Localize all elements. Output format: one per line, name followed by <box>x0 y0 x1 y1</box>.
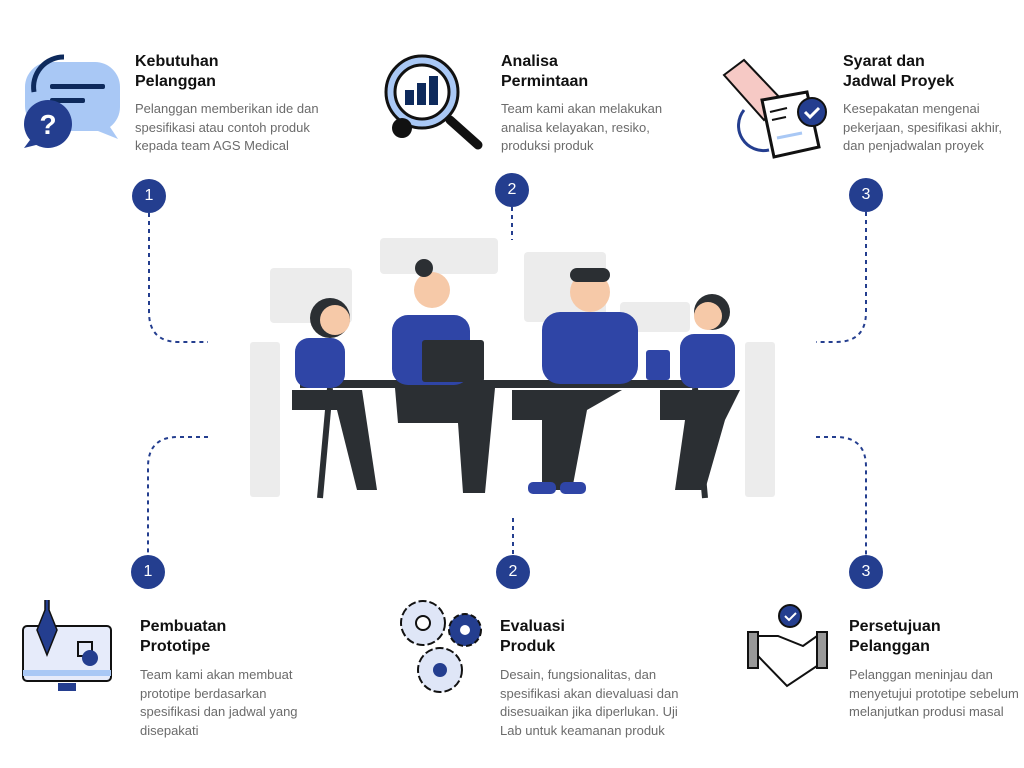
title-line: Pelanggan <box>849 638 930 655</box>
chat-question-icon: ? <box>24 54 120 148</box>
title-line: Persetujuan <box>849 618 941 635</box>
svg-text:?: ? <box>39 109 56 140</box>
title-line: Prototipe <box>140 638 211 655</box>
connector-top-1 <box>148 213 208 343</box>
title-line: Permintaan <box>501 73 589 90</box>
gears-icon <box>400 600 482 693</box>
title-line: Pelanggan <box>135 73 216 90</box>
document-check-icon <box>722 58 827 159</box>
step-number-badge: 2 <box>496 555 530 589</box>
monitor-pen-icon <box>22 600 112 691</box>
step-number-badge: 3 <box>849 178 883 212</box>
step-number-badge: 1 <box>131 555 165 589</box>
step-desc: Pelanggan memberikan ide dan spesifikasi… <box>135 101 319 153</box>
step-number-badge: 2 <box>495 173 529 207</box>
title-line: Evaluasi <box>500 618 565 635</box>
step-desc: Pelanggan meninjau dan menyetujui protot… <box>849 667 1019 719</box>
title-line: Produk <box>500 638 556 655</box>
title-line: Kebutuhan <box>135 53 219 70</box>
step-desc: Kesepakatan mengenai pekerjaan, spesifik… <box>843 101 1002 153</box>
title-line: Syarat dan <box>843 53 925 70</box>
step-desc: Team kami akan melakukan analisa kelayak… <box>501 101 663 153</box>
step-number-badge: 3 <box>849 555 883 589</box>
title-line: Jadwal Proyek <box>843 73 955 90</box>
step-desc: Team kami akan membuat prototipe berdasa… <box>140 667 298 738</box>
title-line: Analisa <box>501 53 558 70</box>
step-desc: Desain, fungsionalitas, dan spesifikasi … <box>500 667 679 738</box>
step-number-badge: 1 <box>132 179 166 213</box>
title-line: Pembuatan <box>140 618 227 635</box>
handshake-check-icon <box>747 604 828 688</box>
magnifier-chart-icon <box>384 54 483 150</box>
